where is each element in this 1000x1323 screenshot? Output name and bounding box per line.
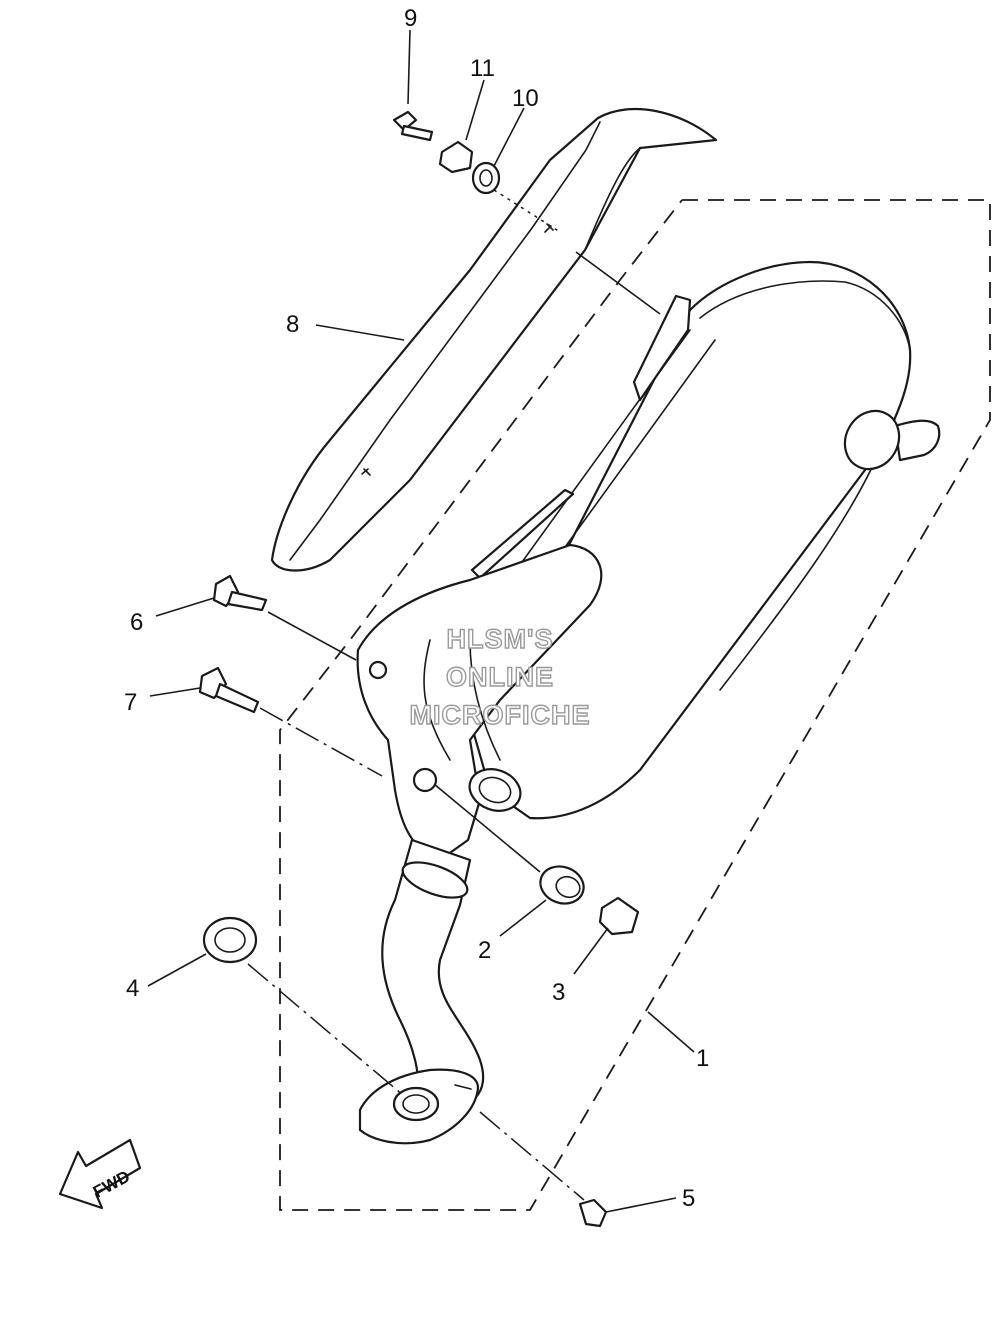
ref-line-7 <box>259 707 383 777</box>
watermark: HLSM'S ONLINE MICROFICHE <box>409 623 591 730</box>
ref-line-5 <box>479 1111 585 1201</box>
leader-4 <box>147 953 207 987</box>
assembly-boundary <box>279 199 991 1211</box>
muffler-body[interactable] <box>468 260 912 820</box>
watermark-line-2: ONLINE <box>446 662 554 692</box>
bolt-9[interactable] <box>392 110 434 142</box>
callout-9: 9 <box>404 5 417 32</box>
ref-line-bracket <box>575 251 661 315</box>
leader-9 <box>407 29 411 105</box>
ref-line-4 <box>247 963 405 1097</box>
callout-6: 6 <box>130 609 143 636</box>
callout-10: 10 <box>512 85 539 112</box>
watermark-line-1: HLSM'S <box>447 624 554 654</box>
leader-6 <box>155 597 215 617</box>
bolt-6[interactable] <box>212 574 268 612</box>
leader-10 <box>493 107 525 167</box>
callout-2: 2 <box>478 937 491 964</box>
callout-1: 1 <box>696 1045 709 1072</box>
ref-line-2 <box>433 783 541 873</box>
leader-3 <box>573 927 609 975</box>
callout-7: 7 <box>124 689 137 716</box>
heat-shield[interactable] <box>270 107 718 572</box>
damper-2[interactable] <box>535 861 589 910</box>
collar-11[interactable] <box>438 140 474 174</box>
ref-line-6 <box>267 611 357 661</box>
leader-2 <box>499 899 547 937</box>
leader-7 <box>149 687 201 697</box>
callout-4: 4 <box>126 975 139 1002</box>
fwd-arrow: FWD <box>58 1138 142 1210</box>
callout-8: 8 <box>286 311 299 338</box>
leader-8 <box>315 324 405 341</box>
gasket-4[interactable] <box>202 916 258 964</box>
leader-1 <box>647 1011 695 1053</box>
nut-5[interactable] <box>578 1198 608 1228</box>
callout-3: 3 <box>552 979 565 1006</box>
tail-pipe <box>843 409 941 471</box>
callout-5: 5 <box>682 1185 695 1212</box>
leader-5 <box>605 1197 677 1213</box>
ref-line-10 <box>493 189 561 233</box>
collar-3[interactable] <box>598 896 640 936</box>
exhaust-flange[interactable] <box>358 1068 480 1145</box>
bolt-7[interactable] <box>198 666 260 714</box>
leader-11 <box>465 79 485 141</box>
grommet-10[interactable] <box>471 161 501 195</box>
callout-11: 11 <box>470 55 495 82</box>
watermark-line-3: MICROFICHE <box>410 700 591 730</box>
mounting-bracket[interactable] <box>356 543 603 862</box>
